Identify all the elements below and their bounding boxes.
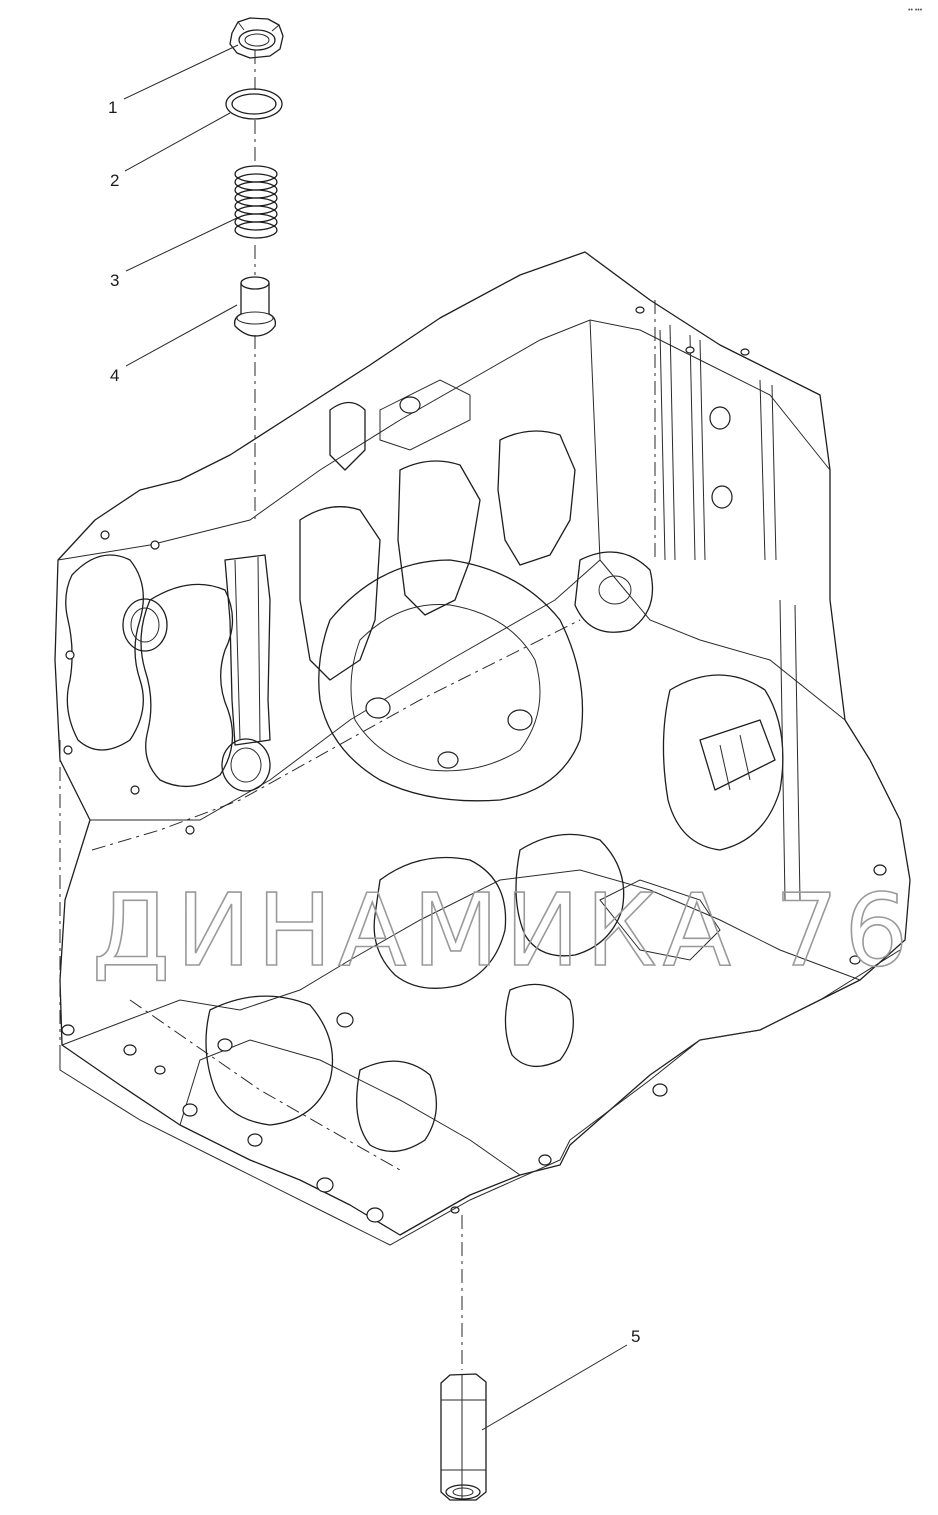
leader-line xyxy=(125,217,238,272)
callout-label: 1 xyxy=(108,98,117,117)
callout-label: 5 xyxy=(631,1327,640,1346)
piston-sleeve-part xyxy=(233,276,277,337)
callout-5: 5 xyxy=(481,1327,640,1431)
callout-label: 4 xyxy=(110,366,119,385)
watermark-text: ДИНАМИКА 76 xyxy=(92,872,914,989)
spring-part xyxy=(234,165,278,239)
callout-4: 4 xyxy=(110,304,238,385)
seal-ring-part xyxy=(225,88,283,120)
leader-line xyxy=(125,304,238,367)
leader-line xyxy=(123,44,239,100)
cap-part xyxy=(229,17,284,59)
leader-line xyxy=(481,1344,628,1431)
callout-label: 3 xyxy=(110,271,119,290)
leader-line xyxy=(124,112,231,172)
callout-1: 1 xyxy=(108,44,239,117)
callout-label: 2 xyxy=(110,171,119,190)
callout-2: 2 xyxy=(110,112,231,190)
callout-3: 3 xyxy=(110,217,238,290)
threaded-insert-part xyxy=(440,1373,487,1501)
corner-mark: •• ••• xyxy=(908,7,923,14)
engine-block xyxy=(54,251,911,1246)
